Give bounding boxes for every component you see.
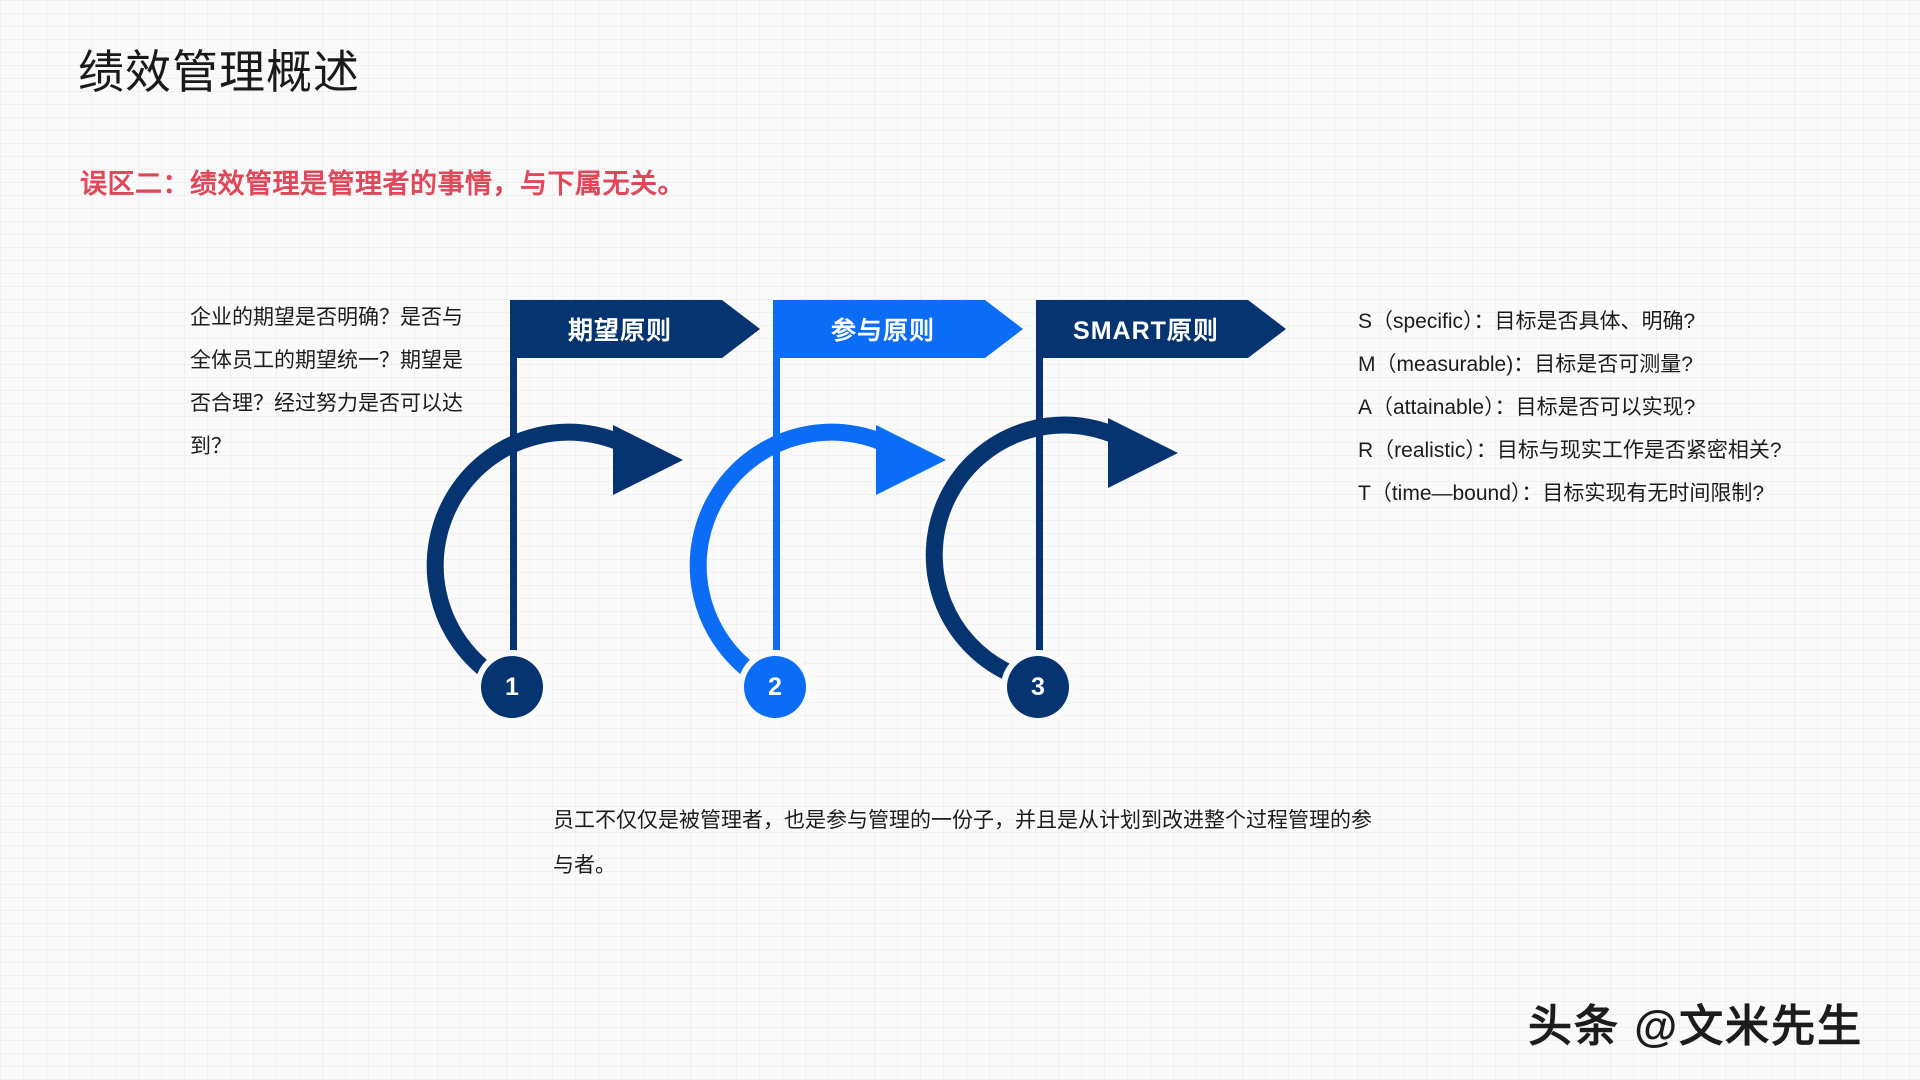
smart-item-r: R（realistic）：目标与现实工作是否紧密相关? (1358, 439, 1782, 462)
step-circle-1[interactable]: 1 (481, 656, 543, 718)
watermark: 头条 @文米先生 (1528, 1002, 1864, 1051)
arc-arrow-3 (925, 416, 1178, 687)
banner-label-3: SMART原则 (1073, 317, 1219, 345)
banner-stem-1 (510, 355, 517, 685)
smart-item-a: A（attainable）：目标是否可以实现? (1358, 396, 1696, 419)
smart-item-m: M（measurable)：目标是否可测量? (1358, 353, 1693, 376)
banner-stem-3 (1036, 355, 1043, 685)
smart-item-t: T（time—bound）：目标实现有无时间限制? (1358, 482, 1765, 505)
step-number-3: 3 (1031, 672, 1045, 701)
banner-label-2: 参与原则 (830, 317, 935, 345)
smart-item-s: S（specific）：目标是否具体、明确? (1358, 310, 1696, 333)
subtitle-misconception: 误区二：绩效管理是管理者的事情，与下属无关。 (80, 169, 685, 199)
step-number-1: 1 (505, 672, 519, 701)
page-title: 绩效管理概述 (78, 46, 360, 98)
banner-stem-2 (773, 355, 780, 685)
step-circle-3[interactable]: 3 (1007, 656, 1069, 718)
step-circle-2[interactable]: 2 (744, 656, 806, 718)
expectation-principle-description: 企业的期望是否明确？是否与全体员工的期望统一？期望是否合理？经过努力是否可以达到… (190, 306, 463, 458)
banner-label-1: 期望原则 (567, 317, 672, 345)
arc-arrow-2 (689, 423, 946, 686)
step-number-2: 2 (768, 672, 782, 701)
banner-step-1[interactable]: 期望原则 (510, 300, 760, 358)
smart-principle-list: S（specific）：目标是否具体、明确? M（measurable)：目标是… (1358, 300, 1782, 515)
banner-step-3[interactable]: SMART原则 (1036, 300, 1286, 358)
participation-principle-description: 员工不仅仅是被管理者，也是参与管理的一份子，并且是从计划到改进整个过程管理的参与… (553, 809, 1372, 877)
banner-step-2[interactable]: 参与原则 (773, 300, 1023, 358)
